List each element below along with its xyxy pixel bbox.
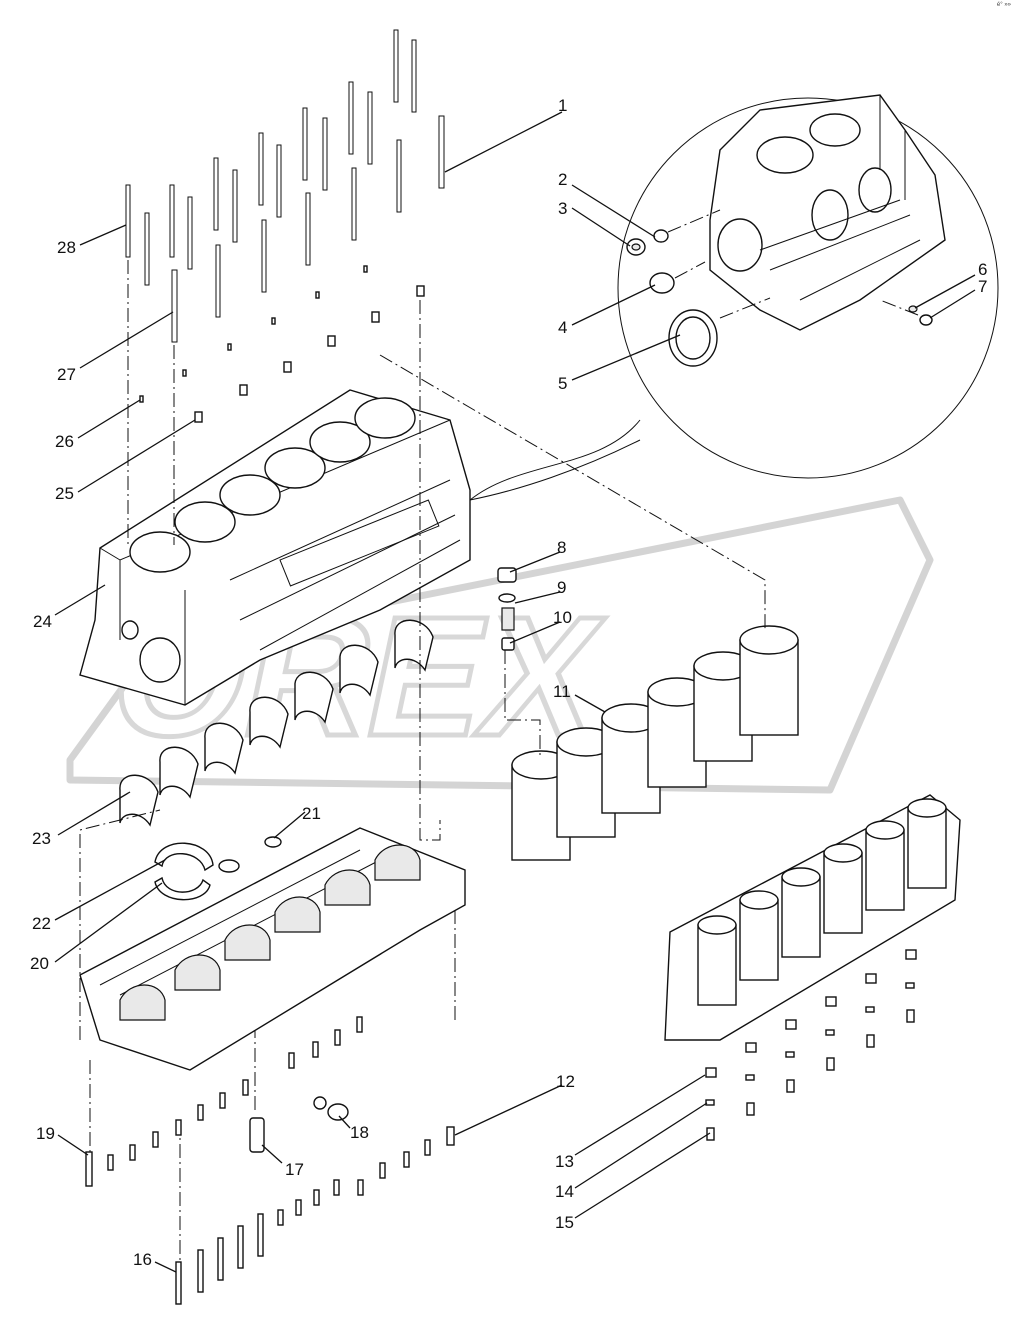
callout-3: 3	[558, 199, 567, 218]
callout-22: 22	[32, 914, 51, 933]
callout-labels: 1 2 3 4 5 6 7 8 9 10 11 12 13 14 15 16 1…	[30, 96, 987, 1269]
callout-19: 19	[36, 1124, 55, 1143]
callout-14: 14	[555, 1182, 574, 1201]
callout-27: 27	[57, 365, 76, 384]
head-bolts	[125, 29, 445, 343]
bedplate	[79, 827, 466, 1071]
callout-13: 13	[555, 1152, 574, 1171]
callout-15: 15	[555, 1213, 574, 1232]
callout-17: 17	[285, 1160, 304, 1179]
callout-9: 9	[557, 578, 566, 597]
dowel-pins	[139, 265, 425, 423]
cylinder-liners	[511, 625, 799, 861]
callout-4: 4	[558, 318, 567, 337]
detail-circle	[469, 97, 999, 501]
callout-10: 10	[553, 608, 572, 627]
thrust-washers	[154, 836, 282, 901]
callout-2: 2	[558, 170, 567, 189]
callout-11: 11	[553, 682, 571, 701]
callout-23: 23	[32, 829, 51, 848]
callout-12: 12	[556, 1072, 575, 1091]
lower-bolts	[85, 1016, 455, 1305]
callout-7: 7	[978, 277, 987, 296]
upper-bearing-shells	[119, 619, 434, 827]
callout-25: 25	[55, 484, 74, 503]
callout-21: 21	[302, 804, 321, 823]
callout-18: 18	[350, 1123, 369, 1142]
assembled-block	[664, 794, 961, 1141]
callout-16: 16	[133, 1250, 152, 1269]
callout-5: 5	[558, 374, 567, 393]
callout-28: 28	[57, 238, 76, 257]
callout-26: 26	[55, 432, 74, 451]
callout-24: 24	[33, 612, 52, 631]
leader-lines	[54, 111, 976, 1273]
cylinder-block	[79, 389, 471, 706]
alignment-lines	[79, 260, 766, 1260]
corner-mark: é° »»	[996, 2, 1011, 8]
callout-8: 8	[557, 538, 566, 557]
callout-20: 20	[30, 954, 49, 973]
detail-engine-block	[709, 94, 946, 331]
callout-1: 1	[558, 96, 567, 115]
callout-6: 6	[978, 260, 987, 279]
